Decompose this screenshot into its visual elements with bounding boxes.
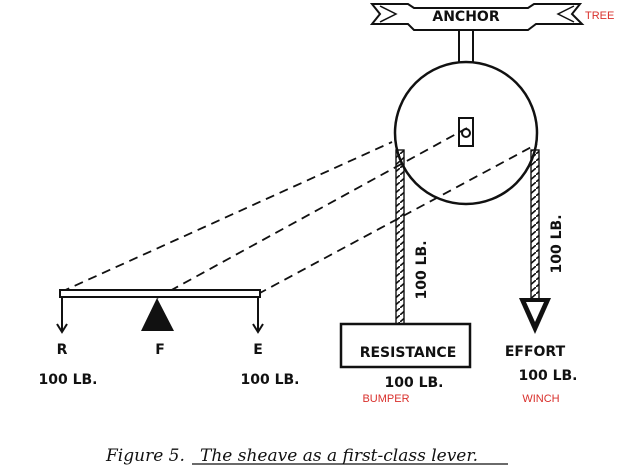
anchor-note: TREE: [585, 10, 614, 22]
effort-note: WINCH: [522, 393, 559, 405]
resistance-box: [339, 322, 472, 369]
lever-fulcrum-letter: F: [155, 342, 165, 358]
figure-caption-prefix: Figure 5.: [105, 446, 185, 466]
resistance-note: BUMPER: [362, 393, 409, 405]
lever-bar: [59, 289, 261, 298]
resistance-label: RESISTANCE: [360, 345, 457, 361]
lever-arrow-effort: [252, 297, 264, 334]
resistance-weight: 100 LB.: [384, 375, 443, 391]
lever-resistance-letter: R: [57, 342, 68, 358]
figure-caption-text: The sheave as a first-class lever.: [200, 446, 478, 466]
lever-effort-letter: E: [253, 342, 263, 358]
rope-right-weight: 100 LB.: [549, 214, 565, 273]
fulcrum-triangle: [141, 298, 174, 331]
lever-arrow-resistance: [56, 297, 68, 334]
lever-effort-weight: 100 LB.: [240, 372, 299, 388]
anchor-label: ANCHOR: [432, 9, 499, 25]
rope-left-weight: 100 LB.: [414, 240, 430, 299]
effort-label: EFFORT: [505, 344, 566, 360]
rope-left: [395, 149, 405, 325]
effort-weight: 100 LB.: [518, 368, 577, 384]
lever-resistance-weight: 100 LB.: [38, 372, 97, 388]
anchor-board: [369, 3, 585, 31]
projection-lines: [60, 127, 538, 299]
effort-arrowhead-notch: [526, 302, 544, 322]
rope-right: [530, 149, 540, 313]
